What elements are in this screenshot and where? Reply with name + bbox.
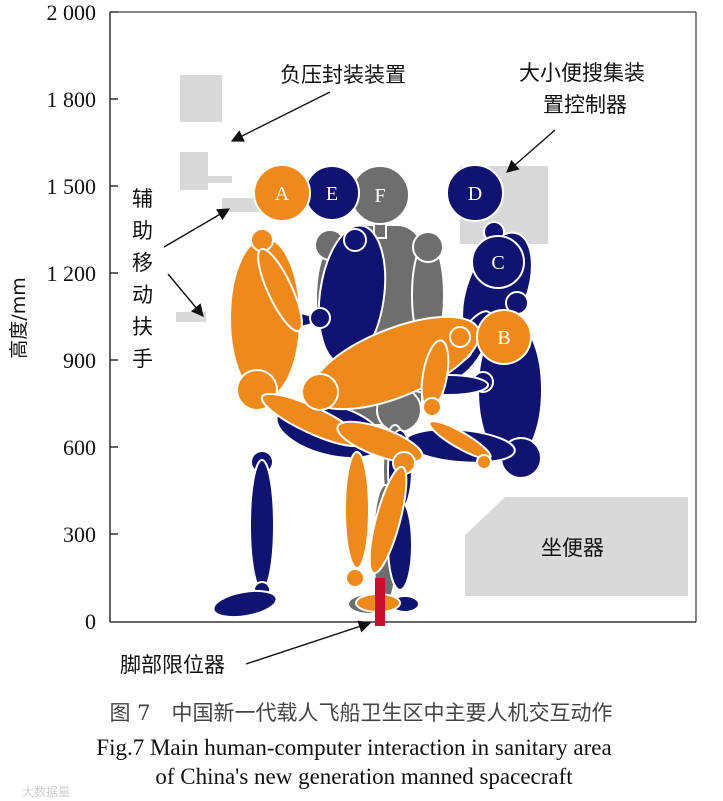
figure-B-head xyxy=(476,309,532,365)
figure-D-head xyxy=(446,164,504,222)
handrail-upper xyxy=(222,198,260,212)
handrail-lower xyxy=(176,312,206,322)
y-tick-label: 1 500 xyxy=(47,174,97,199)
label-handrail-char: 移 xyxy=(132,251,153,275)
figure-A-head xyxy=(253,164,311,222)
arrow-handrail-lower xyxy=(167,273,204,317)
equipment xyxy=(176,75,688,596)
toilet-seat xyxy=(465,497,688,596)
y-ticks xyxy=(110,11,118,535)
label-foot-limiter: 脚部限位器 xyxy=(120,653,225,677)
arrow-negative-pressure xyxy=(230,91,331,142)
negative-pressure-device-upper xyxy=(180,75,222,122)
arrow-handrail-upper xyxy=(163,208,231,248)
y-tick-label: 2 000 xyxy=(47,0,97,25)
figure-C-label: C xyxy=(491,252,504,274)
y-tick-label: 300 xyxy=(63,522,96,547)
y-tick-label: 0 xyxy=(85,609,96,634)
figure-A xyxy=(229,228,364,448)
label-handrail-char: 辅 xyxy=(132,187,153,211)
watermark: 大数据量 xyxy=(22,784,70,799)
foot-limiter xyxy=(375,578,385,626)
label-handrail-char: 手 xyxy=(132,347,153,371)
label-negative-pressure-device: 负压封装装置 xyxy=(280,63,406,87)
label-collection-controller-line2: 置控制器 xyxy=(543,93,627,117)
figure-A-label: A xyxy=(275,183,290,205)
negative-pressure-device-tab xyxy=(208,176,232,183)
y-tick-label: 1 200 xyxy=(47,261,97,286)
caption-english-line1: Fig.7 Main human-computer interaction in… xyxy=(96,735,611,760)
arrow-foot-limiter xyxy=(245,620,372,665)
figure-B xyxy=(301,315,492,613)
y-tick-label: 900 xyxy=(63,348,96,373)
y-tick-label: 1 800 xyxy=(47,87,97,112)
y-axis-label: 高度/mm xyxy=(8,277,30,358)
label-toilet: 坐便器 xyxy=(541,536,604,560)
figure-C-head xyxy=(471,235,525,289)
figure-F-label: F xyxy=(374,185,385,207)
y-tick-label: 600 xyxy=(63,435,96,460)
figure-E-label: E xyxy=(326,183,338,205)
label-handrail-char: 动 xyxy=(132,283,153,307)
caption-english-line2: of China's new generation manned spacecr… xyxy=(155,764,573,789)
figure-D-label: D xyxy=(468,183,482,205)
label-handrail-char: 助 xyxy=(132,219,153,243)
arrow-collection-controller xyxy=(506,129,556,173)
label-handrail-char: 扶 xyxy=(132,315,153,339)
negative-pressure-device-lower xyxy=(180,152,208,190)
figure-B-label: B xyxy=(497,327,510,349)
label-collection-controller-line1: 大小便搜集装 xyxy=(519,61,645,85)
caption-chinese: 图 7 中国新一代载人飞船卫生区中主要人机交互动作 xyxy=(109,701,612,725)
